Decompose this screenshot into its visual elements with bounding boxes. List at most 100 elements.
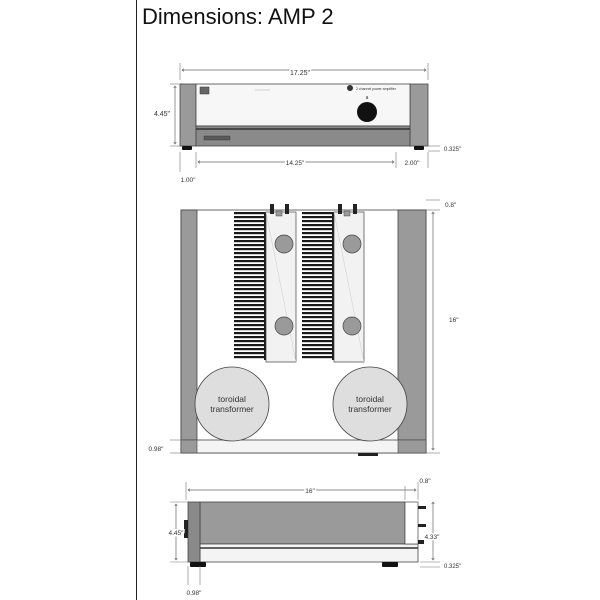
left-heatsink-fin xyxy=(234,276,266,279)
right-heatsink-fin xyxy=(302,336,334,339)
side-rear-connector-icon xyxy=(418,540,424,544)
left-heatsink-fin xyxy=(234,308,266,311)
left-heatsink-fin xyxy=(234,216,266,219)
left-heatsink-fin xyxy=(234,268,266,271)
right-heatsink-fin xyxy=(302,312,334,315)
top-rear-offset-label: 0.8" xyxy=(445,202,457,209)
right-heatsink-fin xyxy=(302,316,334,319)
left-transformer-label-line1: toroidal xyxy=(218,394,246,404)
top-front-strip xyxy=(180,439,427,454)
left-capacitor-top-icon xyxy=(274,234,294,254)
left-heatsink-fin xyxy=(234,312,266,315)
left-heatsink-fin xyxy=(234,224,266,227)
right-heatsink-fin xyxy=(302,240,334,243)
top-front-offset-label: 0.98" xyxy=(149,446,165,453)
right-heatsink-fin xyxy=(302,256,334,259)
right-heatsink-fin xyxy=(302,236,334,239)
right-heatsink-fin xyxy=(302,228,334,231)
right-speaker-terminals-icon xyxy=(338,204,357,217)
right-heatsink-fin xyxy=(302,264,334,267)
side-rear-terminal-top-icon xyxy=(418,506,426,509)
right-heatsink-fin xyxy=(302,272,334,275)
right-heatsink-fin xyxy=(302,344,334,347)
top-left-side-panel xyxy=(180,209,198,454)
side-knob-icon xyxy=(184,520,188,538)
front-height-label: 4.45" xyxy=(154,111,171,118)
right-heatsink-fin xyxy=(302,244,334,247)
left-heatsink-fin xyxy=(234,356,266,359)
right-heatsink-fin xyxy=(302,348,334,351)
left-heatsink-fin xyxy=(234,256,266,259)
front-view: 17.25" 4.45" 2 channel power amplifier a… xyxy=(154,63,461,184)
left-heatsink-fin xyxy=(234,264,266,267)
side-lower-chassis xyxy=(199,543,419,563)
right-heatsink-fin xyxy=(302,292,334,295)
right-heatsink-fin xyxy=(302,352,334,355)
side-foot-height-label: 0.325" xyxy=(444,564,461,570)
right-heatsink-fin xyxy=(302,284,334,287)
front-lower-chassis xyxy=(195,125,411,147)
front-inner-width-label: 14.25" xyxy=(286,160,305,167)
front-foot-height-label: 0.325" xyxy=(444,147,461,153)
right-heatsink-fin xyxy=(302,276,334,279)
front-side-width-label: 2.00" xyxy=(405,160,421,167)
front-right-side-panel xyxy=(409,83,429,147)
left-heatsink-fin xyxy=(234,292,266,295)
left-heatsink-fin xyxy=(234,220,266,223)
left-heatsink-fin xyxy=(234,252,266,255)
side-rear-terminal-bottom-icon xyxy=(418,524,426,527)
side-rear-panel xyxy=(404,501,419,545)
power-led-icon xyxy=(347,85,353,91)
right-capacitor-top-icon xyxy=(342,234,362,254)
right-transformer-label-line1: toroidal xyxy=(356,394,384,404)
right-heatsink-fin xyxy=(302,308,334,311)
top-depth-label: 16" xyxy=(449,317,459,324)
right-heatsink-fin xyxy=(302,260,334,263)
left-heatsink-fin xyxy=(234,236,266,239)
right-heatsink-fin xyxy=(302,232,334,235)
front-right-foot xyxy=(414,146,424,150)
side-depth-label: 16" xyxy=(305,488,315,495)
volume-knob-icon xyxy=(357,102,377,122)
right-heatsink-fin xyxy=(302,324,334,327)
faceplate-text: 2 channel power amplifier xyxy=(356,87,397,91)
right-heatsink-fin xyxy=(302,248,334,251)
left-heatsink-fin xyxy=(234,316,266,319)
right-heatsink-fin xyxy=(302,224,334,227)
side-rear-offset-label: 0.8" xyxy=(419,478,431,485)
right-heatsink-fin xyxy=(302,320,334,323)
left-heatsink-fin xyxy=(234,280,266,283)
right-heatsink-fin xyxy=(302,212,334,215)
right-heatsink-fin xyxy=(302,340,334,343)
side-rear-foot xyxy=(382,562,398,567)
left-heatsink-fin xyxy=(234,344,266,347)
side-view: 16" 0.8" 4.45" 4.33" 0.325" 0.98 xyxy=(167,478,461,597)
left-heatsink-fin xyxy=(234,340,266,343)
side-height-label: 4.45" xyxy=(169,530,185,537)
right-heatsink-fin xyxy=(302,296,334,299)
right-toroidal-transformer xyxy=(332,366,408,442)
front-logo-badge xyxy=(199,86,210,95)
left-heatsink-fin xyxy=(234,304,266,307)
side-front-foot xyxy=(190,562,206,567)
front-left-foot xyxy=(182,146,192,150)
left-toroidal-transformer xyxy=(194,366,270,442)
left-heatsink-fin xyxy=(234,240,266,243)
left-heatsink xyxy=(234,212,266,360)
left-heatsink-fin xyxy=(234,288,266,291)
margin-divider-line xyxy=(136,0,137,600)
left-heatsink-fin xyxy=(234,348,266,351)
side-front-panel xyxy=(187,501,201,563)
right-heatsink-fin xyxy=(302,268,334,271)
knob-label: a xyxy=(366,95,369,101)
right-heatsink-fin xyxy=(302,220,334,223)
left-transformer-label-line2: transformer xyxy=(210,404,254,414)
side-panel xyxy=(199,501,406,545)
left-heatsink-fin xyxy=(234,272,266,275)
right-heatsink-fin xyxy=(302,356,334,359)
left-capacitor-bottom-icon xyxy=(274,316,294,336)
left-heatsink-fin xyxy=(234,232,266,235)
left-heatsink-fin xyxy=(234,320,266,323)
left-heatsink-fin xyxy=(234,244,266,247)
right-heatsink-fin xyxy=(302,300,334,303)
